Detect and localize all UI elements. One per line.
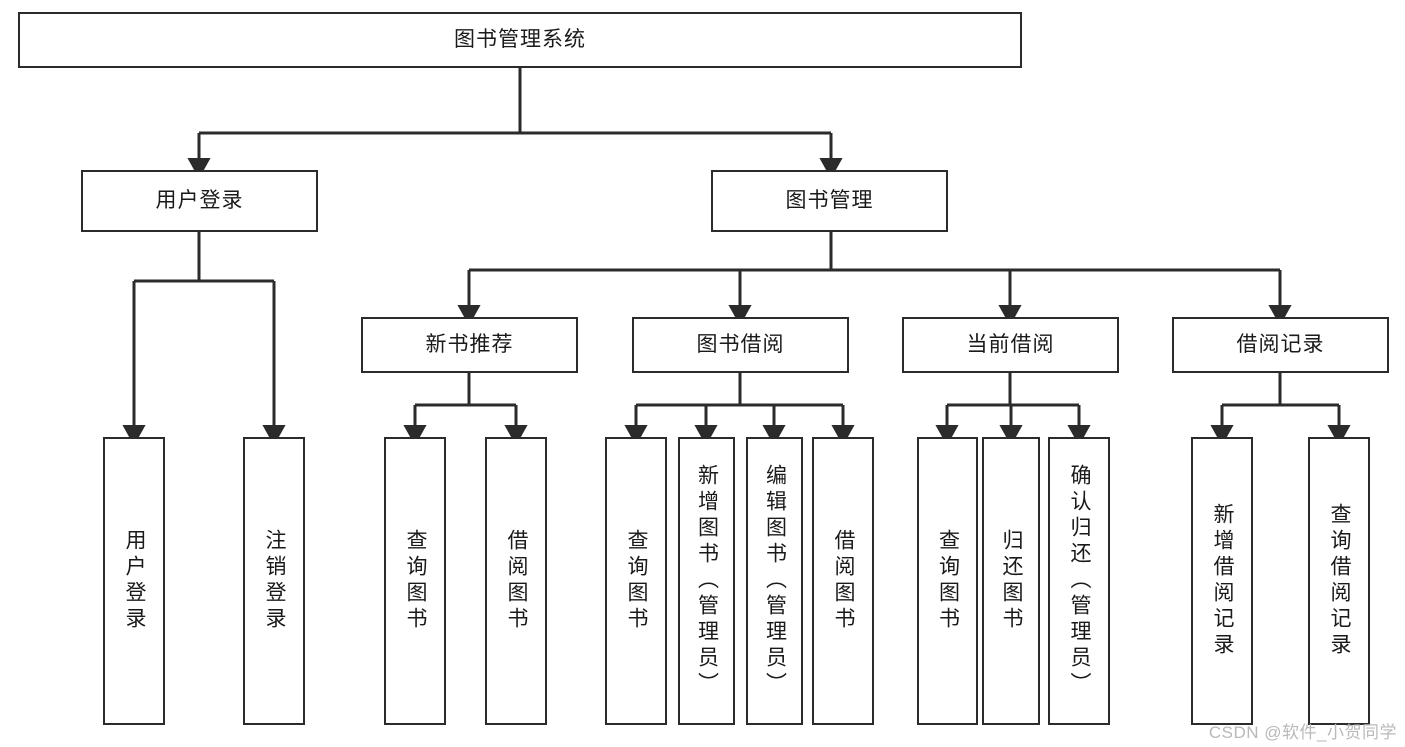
leaf-book-borrow-edit-book-admin[interactable]: 编辑图书（管理员） [746,437,803,725]
node-label: 查询图书 [625,529,649,633]
node-new-book-recommend[interactable]: 新书推荐 [361,317,578,373]
node-label: 图书借阅 [696,333,785,357]
leaf-new-book-borrow-book[interactable]: 借阅图书 [485,437,547,725]
leaf-book-borrow-borrow-book[interactable]: 借阅图书 [812,437,874,725]
node-user-login[interactable]: 用户登录 [81,170,318,232]
node-label: 新增借阅记录 [1211,503,1235,659]
node-label: 编辑图书（管理员） [763,464,787,698]
node-book-management[interactable]: 图书管理 [711,170,948,232]
leaf-current-borrow-confirm-return-admin[interactable]: 确认归还（管理员） [1048,437,1110,725]
node-current-borrow[interactable]: 当前借阅 [902,317,1119,373]
node-label: 用户登录 [155,189,244,213]
node-label: 注销登录 [263,529,287,633]
node-root-book-management-system[interactable]: 图书管理系统 [18,12,1022,68]
node-label: 查询图书 [936,529,960,633]
node-label: 查询图书 [404,529,428,633]
node-label: 借阅记录 [1236,333,1325,357]
node-label: 查询借阅记录 [1328,503,1352,659]
leaf-current-borrow-query-book[interactable]: 查询图书 [917,437,978,725]
node-label: 归还图书 [1000,529,1024,633]
node-label: 新增图书（管理员） [695,464,719,698]
leaf-user-login-login[interactable]: 用户登录 [103,437,165,725]
leaf-borrow-record-query-record[interactable]: 查询借阅记录 [1308,437,1370,725]
node-label: 新书推荐 [425,333,514,357]
node-borrow-record[interactable]: 借阅记录 [1172,317,1389,373]
leaf-new-book-query-book[interactable]: 查询图书 [384,437,446,725]
leaf-user-login-logout[interactable]: 注销登录 [243,437,305,725]
node-label: 图书管理 [785,189,874,213]
node-label: 确认归还（管理员） [1068,464,1092,698]
node-label: 借阅图书 [832,529,856,633]
node-book-borrow[interactable]: 图书借阅 [632,317,849,373]
leaf-book-borrow-add-book-admin[interactable]: 新增图书（管理员） [678,437,735,725]
node-label: 借阅图书 [505,529,529,633]
node-label: 用户登录 [123,529,147,633]
csdn-watermark: CSDN @软件_小贺同学 [1208,723,1397,742]
leaf-book-borrow-query-book[interactable]: 查询图书 [605,437,667,725]
leaf-borrow-record-add-record[interactable]: 新增借阅记录 [1191,437,1253,725]
node-label: 图书管理系统 [454,28,586,52]
leaf-current-borrow-return-book[interactable]: 归还图书 [982,437,1040,725]
node-label: 当前借阅 [966,333,1055,357]
